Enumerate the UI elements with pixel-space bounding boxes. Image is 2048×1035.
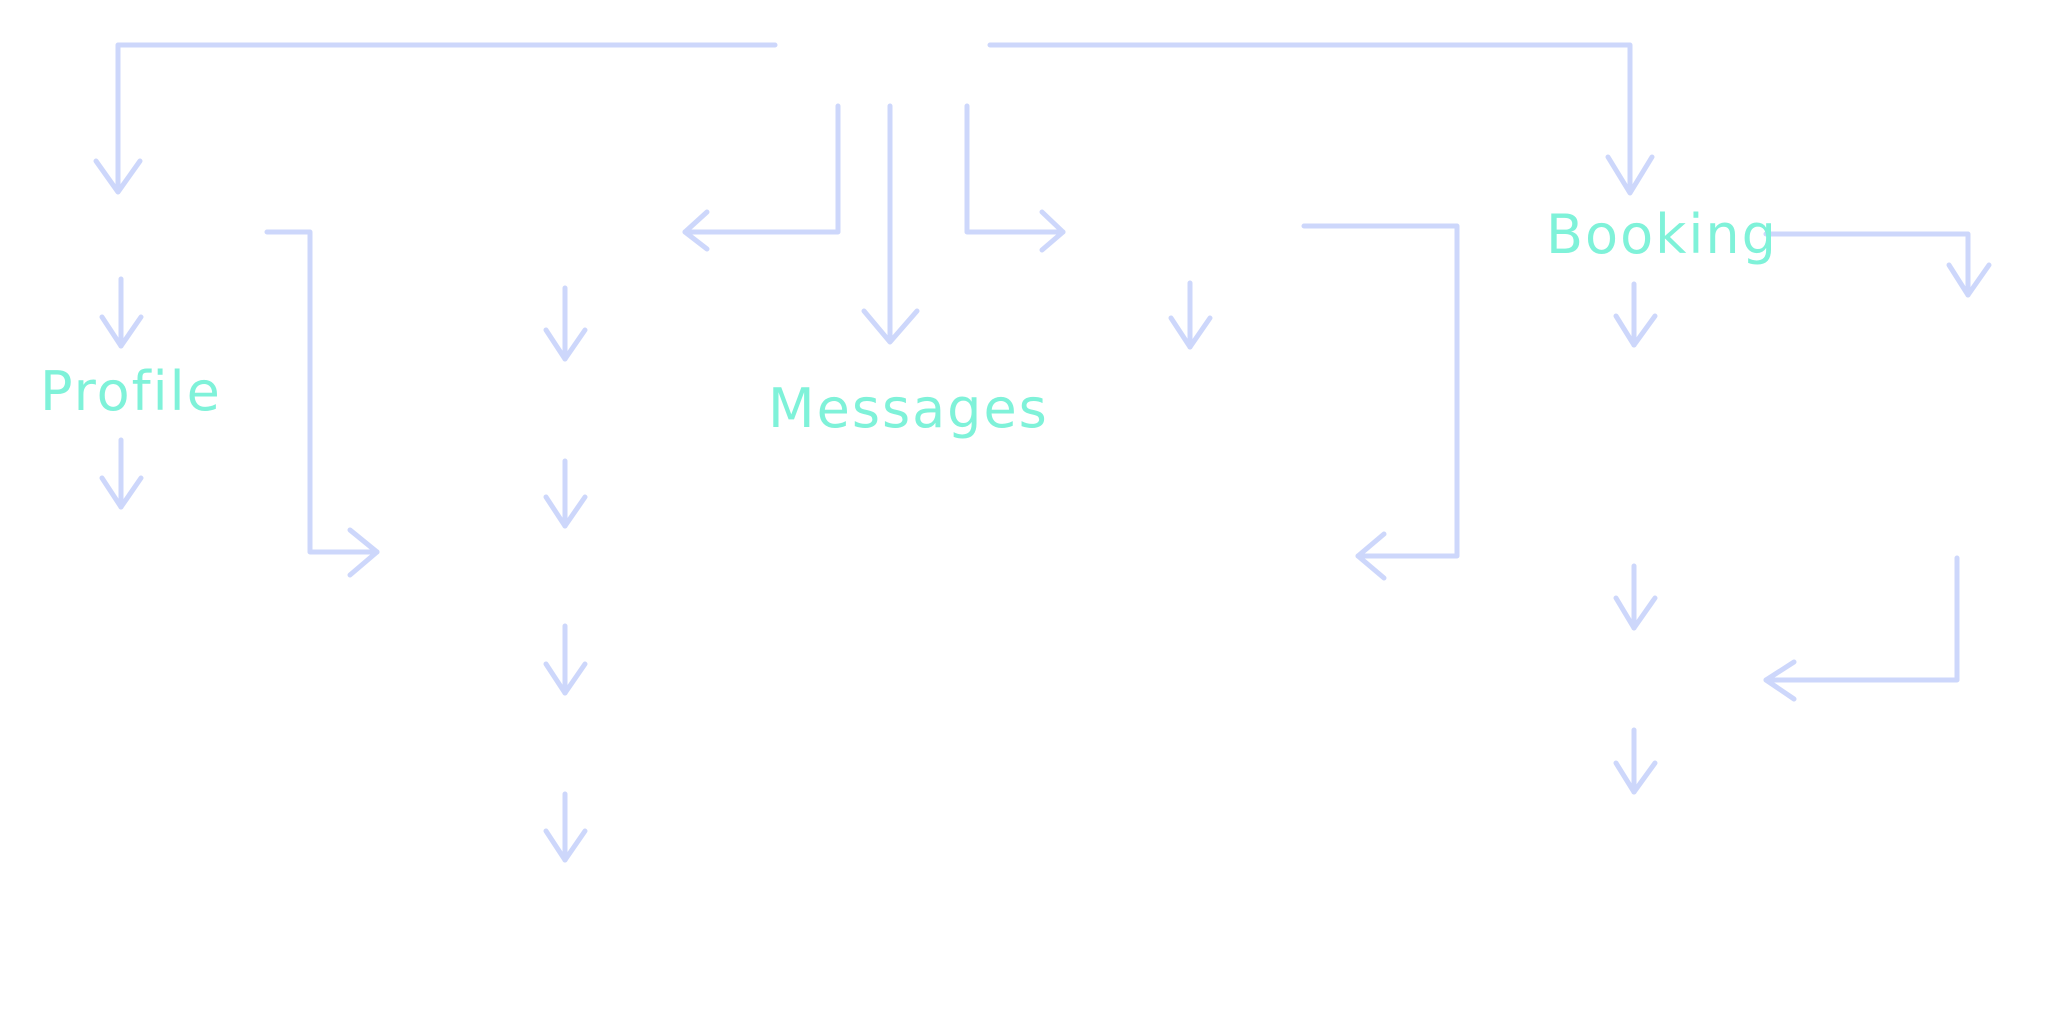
connector-line bbox=[115, 42, 778, 193]
connector-booking-down-1 bbox=[1613, 281, 1658, 348]
connector-root-to-left-mid bbox=[682, 103, 841, 252]
connector-line bbox=[1763, 555, 1960, 683]
connector-line bbox=[1763, 231, 1971, 298]
arrow-head-down-icon bbox=[543, 661, 588, 696]
arrow-head-down-icon bbox=[1168, 315, 1213, 350]
connector-line bbox=[987, 42, 1633, 193]
arrow-head-down-icon bbox=[1946, 262, 1992, 298]
connector-line bbox=[682, 103, 841, 235]
node-label-profile: Profile bbox=[40, 360, 222, 423]
connector-col2-down-1 bbox=[543, 285, 588, 362]
connector-col2-down-2 bbox=[543, 458, 588, 529]
connector-left-down-1 bbox=[99, 276, 144, 349]
connector-root-to-booking bbox=[987, 42, 1655, 196]
connector-root-to-left bbox=[93, 42, 778, 195]
arrow-head-down-icon bbox=[543, 327, 588, 362]
arrow-head-down-icon bbox=[543, 494, 588, 529]
arrow-head-down-icon bbox=[93, 158, 143, 195]
connector-col2-down-3 bbox=[543, 623, 588, 696]
arrow-head-down-icon bbox=[861, 308, 920, 345]
connector-line bbox=[964, 103, 1066, 235]
arrow-head-down-icon bbox=[543, 828, 588, 863]
arrow-head-left-icon bbox=[682, 209, 710, 252]
arrow-head-down-icon bbox=[1605, 154, 1655, 196]
connector-left-down-2 bbox=[99, 437, 144, 510]
arrow-head-down-icon bbox=[99, 314, 144, 349]
node-label-booking: Booking bbox=[1546, 203, 1778, 266]
connector-root-to-messages bbox=[861, 103, 920, 345]
connector-line bbox=[264, 229, 380, 555]
connector-col2-down-4 bbox=[543, 791, 588, 863]
arrow-head-left-icon bbox=[1355, 531, 1387, 581]
connector-booking-right bbox=[1763, 231, 1992, 298]
node-label-messages: Messages bbox=[768, 377, 1049, 440]
arrow-head-right-icon bbox=[1039, 209, 1066, 253]
connector-left-to-column2 bbox=[264, 229, 380, 578]
connector-col4-loop bbox=[1301, 223, 1460, 581]
arrow-head-down-icon bbox=[99, 475, 144, 510]
connector-col4-down bbox=[1168, 280, 1213, 350]
connector-booking-return bbox=[1763, 555, 1960, 702]
arrow-head-down-icon bbox=[1613, 595, 1658, 631]
arrow-head-right-icon bbox=[347, 527, 380, 578]
connector-root-to-right-mid bbox=[964, 103, 1066, 253]
arrow-head-left-icon bbox=[1763, 659, 1797, 702]
connector-booking-down-2 bbox=[1613, 563, 1658, 631]
connector-line bbox=[1301, 223, 1460, 559]
arrow-head-down-icon bbox=[1613, 313, 1658, 348]
arrow-head-down-icon bbox=[1613, 760, 1658, 795]
connector-booking-down-3 bbox=[1613, 727, 1658, 795]
